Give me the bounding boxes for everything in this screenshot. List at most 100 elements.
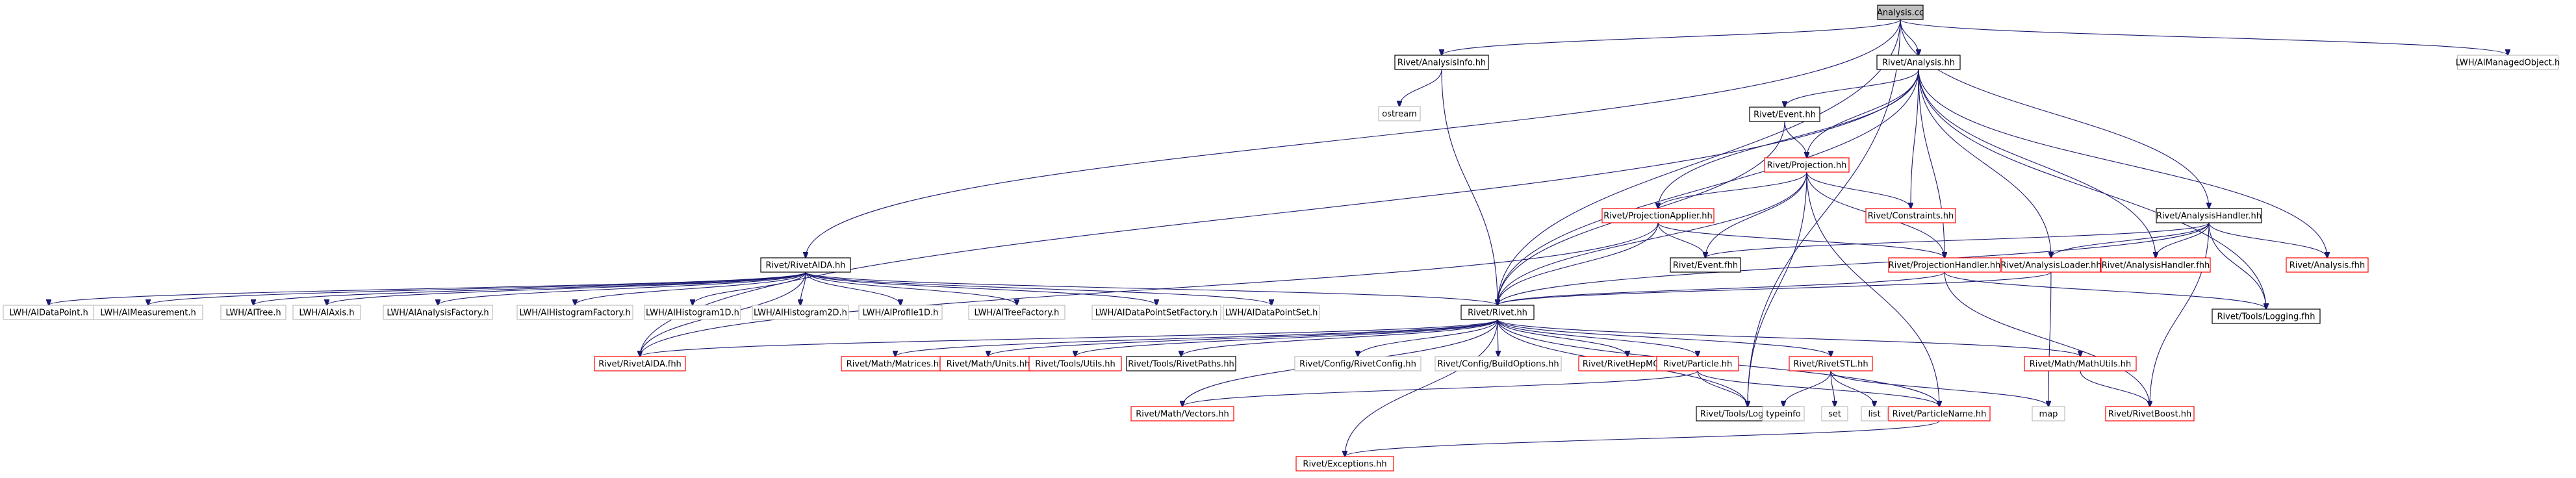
graph-node-analysishandler-fhh[interactable]: Rivet/AnalysisHandler.fhh bbox=[2100, 257, 2211, 273]
node-box bbox=[1130, 406, 1234, 421]
dependency-edge bbox=[438, 271, 806, 305]
node-label: LWH/AIAxis.h bbox=[299, 308, 354, 318]
dependency-edge bbox=[2208, 222, 2266, 309]
graph-node-rivet-hh[interactable]: Rivet/Rivet.hh bbox=[1460, 305, 1535, 320]
node-label: map bbox=[2039, 410, 2058, 420]
graph-node-mathutils-hh[interactable]: Rivet/Math/MathUtils.hh bbox=[2024, 356, 2137, 371]
node-label: typeinfo bbox=[1766, 410, 1800, 420]
graph-node-projectionapplier-hh[interactable]: Rivet/ProjectionApplier.hh bbox=[1601, 208, 1715, 223]
graph-node-utils-hh[interactable]: Rivet/Tools/Utils.hh bbox=[1028, 356, 1122, 371]
graph-node-analysis-fhh[interactable]: Rivet/Analysis.fhh bbox=[2286, 257, 2369, 273]
dependency-edge bbox=[640, 69, 1919, 357]
dependency-edge bbox=[1181, 319, 1498, 357]
dependency-edge bbox=[1944, 271, 2150, 407]
graph-node-logging-fhh[interactable]: Rivet/Tools/Logging.fhh bbox=[2212, 308, 2321, 324]
graph-node-rivethepmc-hh[interactable]: Rivet/RivetHepMC.hh bbox=[1578, 356, 1677, 371]
node-box bbox=[1762, 406, 1805, 421]
dependency-edge bbox=[1497, 319, 1831, 357]
node-box bbox=[2024, 356, 2137, 371]
graph-node-matrices-hh[interactable]: Rivet/Math/Matrices.hh bbox=[841, 356, 950, 371]
graph-node-exceptions-hh[interactable]: Rivet/Exceptions.hh bbox=[1295, 456, 1394, 472]
dependency-edge bbox=[895, 319, 1498, 357]
node-box bbox=[1378, 106, 1421, 121]
dependency-edge bbox=[575, 271, 806, 305]
node-box bbox=[594, 356, 686, 371]
node-box bbox=[1394, 55, 1489, 70]
node-box bbox=[1877, 5, 1924, 20]
graph-node-analysis-cc[interactable]: Analysis.cc bbox=[1877, 5, 1924, 20]
dependency-edge bbox=[2208, 222, 2327, 258]
dependency-edge bbox=[1497, 319, 2080, 357]
graph-node-event-hh[interactable]: Rivet/Event.hh bbox=[1749, 107, 1820, 122]
node-label: Rivet/RivetBoost.hh bbox=[2108, 410, 2192, 420]
node-box bbox=[93, 305, 203, 320]
node-label: Rivet/Event.hh bbox=[1753, 110, 1816, 120]
graph-node-rivetpaths-hh[interactable]: Rivet/Tools/RivetPaths.hh bbox=[1126, 356, 1236, 371]
graph-node-lwh-treefactory: LWH/AITreeFactory.h bbox=[968, 305, 1065, 320]
node-box bbox=[968, 305, 1065, 320]
graph-node-buildoptions-hh: Rivet/Config/BuildOptions.hh bbox=[1435, 356, 1562, 371]
dependency-edge bbox=[1345, 420, 1940, 457]
node-label: LWH/AIMeasurement.h bbox=[100, 308, 196, 318]
dependency-edge bbox=[1748, 19, 1901, 407]
dependency-edge bbox=[1783, 370, 1831, 407]
graph-node-units-hh[interactable]: Rivet/Math/Units.hh bbox=[939, 356, 1037, 371]
graph-node-rivetaida-fhh[interactable]: Rivet/RivetAIDA.fhh bbox=[594, 356, 686, 371]
graph-node-analysisloader-hh[interactable]: Rivet/AnalysisLoader.hh bbox=[2000, 257, 2102, 273]
dependency-edge bbox=[1806, 171, 1939, 407]
node-label: Rivet/Tools/Logging.fhh bbox=[2217, 312, 2315, 322]
node-box bbox=[644, 305, 741, 320]
node-box bbox=[752, 305, 849, 320]
node-box bbox=[2105, 406, 2195, 421]
graph-node-rivetaida-hh[interactable]: Rivet/RivetAIDA.hh bbox=[760, 257, 851, 273]
dependency-edge bbox=[1498, 271, 2052, 305]
node-label: LWH/AIAnalysisFactory.h bbox=[387, 308, 489, 318]
graph-node-particle-hh[interactable]: Rivet/Particle.hh bbox=[1656, 356, 1739, 371]
dependency-edge bbox=[1498, 222, 2210, 305]
graph-node-particlename-hh[interactable]: Rivet/ParticleName.hh bbox=[1888, 406, 1991, 421]
dependency-edge bbox=[1498, 69, 1919, 305]
dependency-edge bbox=[1918, 69, 2156, 258]
graph-node-lwh-tree: LWH/AITree.h bbox=[220, 305, 287, 320]
graph-node-set: set bbox=[1821, 406, 1848, 421]
dependency-edge bbox=[1498, 19, 1901, 305]
node-box bbox=[1861, 406, 1888, 421]
node-label: Rivet/Math/Matrices.hh bbox=[847, 360, 944, 370]
graph-node-projection-hh[interactable]: Rivet/Projection.hh bbox=[1764, 157, 1850, 173]
graph-node-rivetstl-hh[interactable]: Rivet/RivetSTL.hh bbox=[1789, 356, 1873, 371]
node-label: Rivet/AnalysisHandler.fhh bbox=[2102, 261, 2210, 271]
dependency-edge bbox=[2080, 370, 2150, 407]
node-label: Rivet/Math/Vectors.hh bbox=[1136, 410, 1229, 420]
node-label: Rivet/Projection.hh bbox=[1767, 161, 1847, 171]
graph-node-projectionhandler-hh[interactable]: Rivet/ProjectionHandler.hh bbox=[1888, 257, 2001, 273]
node-box bbox=[1865, 208, 1956, 223]
node-box bbox=[1888, 406, 1991, 421]
dependency-edge bbox=[1697, 370, 1939, 407]
graph-node-lwh-histogram1d: LWH/AIHistogram1D.h bbox=[644, 305, 741, 320]
dependency-edge bbox=[805, 271, 1498, 305]
node-label: LWH/AIManagedObject.h bbox=[2456, 58, 2560, 68]
graph-node-event-fhh[interactable]: Rivet/Event.fhh bbox=[1670, 257, 1741, 273]
node-label: Rivet/Config/RivetConfig.hh bbox=[1299, 360, 1416, 370]
dependency-edge bbox=[1807, 69, 1919, 158]
graph-node-analysis-hh[interactable]: Rivet/Analysis.hh bbox=[1876, 55, 1961, 70]
node-label: LWH/AITree.h bbox=[225, 308, 281, 318]
node-box bbox=[1670, 257, 1741, 273]
graph-node-lwh-managedobject: LWH/AIManagedObject.h bbox=[2456, 55, 2560, 70]
node-box bbox=[2156, 208, 2262, 223]
graph-node-vectors-hh[interactable]: Rivet/Math/Vectors.hh bbox=[1130, 406, 1234, 421]
dependency-edge bbox=[805, 271, 1271, 305]
node-box bbox=[1888, 257, 2001, 273]
node-label: Rivet/Particle.hh bbox=[1663, 360, 1732, 370]
graph-node-analysisinfo-hh[interactable]: Rivet/AnalysisInfo.hh bbox=[1394, 55, 1489, 70]
dependency-edge bbox=[253, 271, 806, 305]
dependency-edge bbox=[1182, 370, 1698, 407]
node-label: Rivet/Analysis.fhh bbox=[2289, 261, 2366, 271]
dependency-edge bbox=[1657, 222, 1705, 258]
node-box bbox=[1764, 157, 1850, 173]
graph-node-analysishandler-hh[interactable]: Rivet/AnalysisHandler.hh bbox=[2156, 208, 2262, 223]
graph-node-rivetboost-hh[interactable]: Rivet/RivetBoost.hh bbox=[2105, 406, 2195, 421]
node-label: Rivet/Tools/RivetPaths.hh bbox=[1128, 360, 1234, 370]
graph-node-constraints-hh[interactable]: Rivet/Constraints.hh bbox=[1865, 208, 1956, 223]
node-label: Rivet/ParticleName.hh bbox=[1893, 410, 1987, 420]
